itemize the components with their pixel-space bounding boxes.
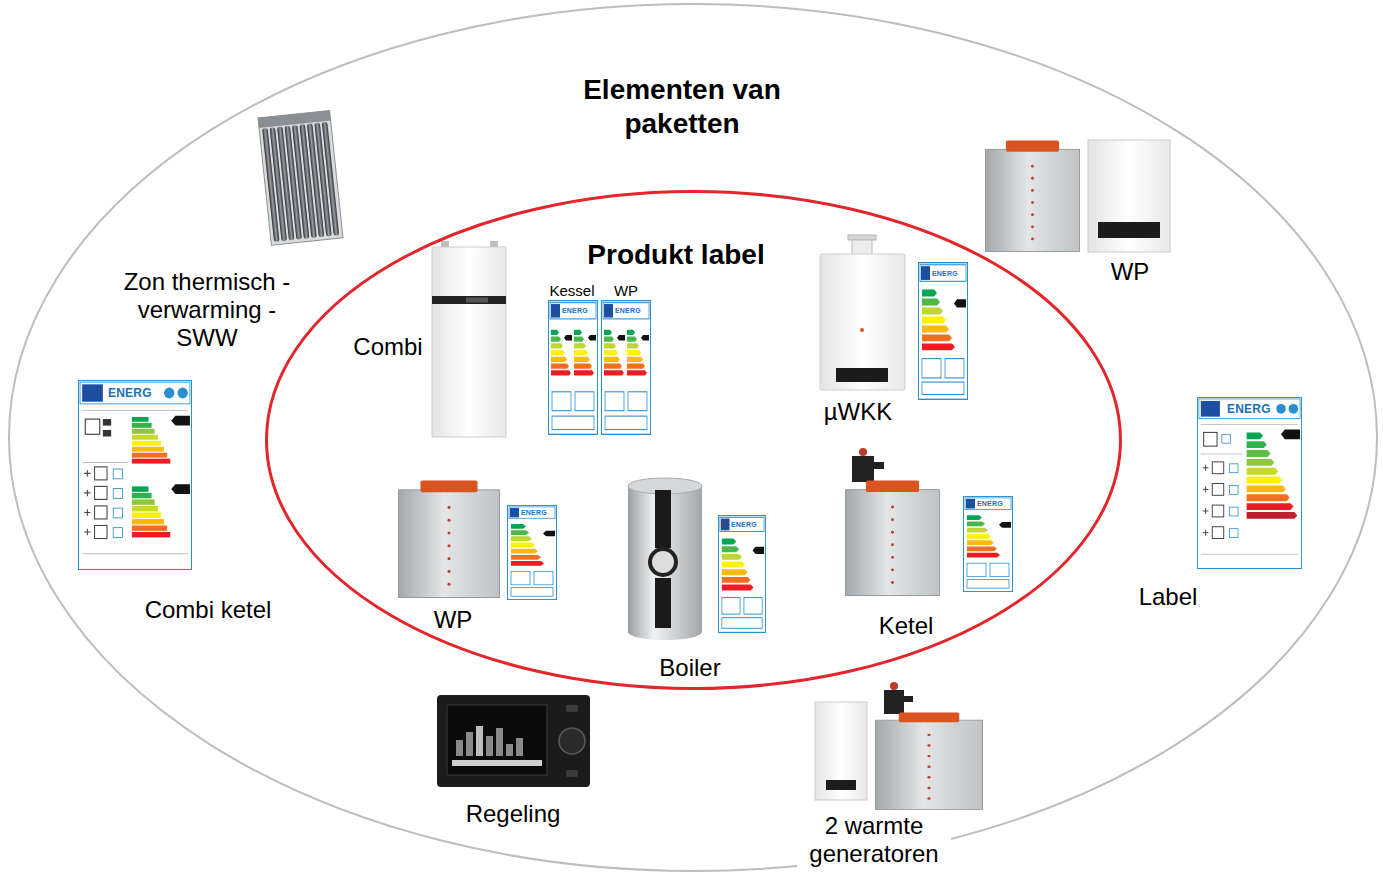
- controller-panel-part: [496, 728, 503, 756]
- boiler-cylinder-part: [628, 486, 702, 632]
- controller-panel: [437, 695, 590, 787]
- energy-label-heading: ENERG: [731, 521, 757, 528]
- ellipse-outline-path: [267, 192, 1121, 689]
- combi-unit-part: [432, 247, 506, 437]
- pump-group-part: [904, 696, 913, 702]
- micro-chp-unit-part: [860, 328, 864, 332]
- micro-chp-unit-part: [852, 240, 872, 255]
- heat-pump-unit: [399, 480, 500, 597]
- item-caption: Ketel: [856, 612, 956, 640]
- energy-label-heading: ENERG: [932, 270, 958, 277]
- controller-panel-part: [437, 695, 590, 787]
- energy-label-heading: ENERG: [615, 307, 641, 314]
- item-caption: WP: [604, 282, 648, 300]
- item-caption: Combi ketel: [128, 596, 288, 624]
- package-energy-label: [79, 381, 192, 570]
- item-caption: WP: [413, 606, 493, 634]
- item-caption: Combi: [338, 333, 438, 361]
- ellipse-region: Elementen van pakettenProdukt label: [8, 3, 1378, 872]
- wall-boiler-unit-part: [815, 702, 867, 800]
- pump-group-part: [874, 462, 884, 469]
- item-caption: 2 warmte generatoren: [797, 812, 951, 868]
- controller-panel-part: [566, 770, 578, 777]
- solar-collector-part: [322, 122, 339, 236]
- controller-panel-part: [559, 728, 585, 754]
- energy-label-heading: ENERG: [977, 500, 1003, 507]
- energy-label-heading: ENERG: [1227, 403, 1271, 415]
- boiler-unit: [876, 712, 983, 809]
- heat-pump-unit: [985, 140, 1079, 251]
- solar-collector-part: [258, 110, 343, 245]
- pump-group-part: [890, 682, 898, 690]
- boiler-cylinder: [628, 478, 702, 640]
- ellipse-outline-path: [9, 4, 1377, 871]
- micro-chp-unit-part: [820, 254, 905, 390]
- product-energy-label: [602, 301, 651, 435]
- micro-chp-unit-part: [836, 368, 888, 382]
- controller-panel-part: [476, 726, 483, 756]
- pump-group-part: [884, 690, 904, 714]
- item-caption: Label: [1128, 583, 1208, 611]
- item-caption: µWKK: [808, 398, 908, 426]
- controller-panel-part: [566, 705, 578, 712]
- controller-panel-part: [447, 705, 547, 775]
- boiler-unit: [845, 480, 939, 595]
- wall-boiler-unit: [815, 702, 867, 800]
- heat-pump-unit: [1088, 140, 1170, 252]
- energy-label-heading: ENERG: [521, 509, 547, 516]
- solar-collector: [258, 110, 343, 245]
- product-energy-label: [508, 505, 557, 599]
- wall-boiler-unit-part: [826, 780, 856, 790]
- product-energy-label: [964, 496, 1013, 591]
- energy-label-heading: ENERG: [108, 387, 152, 399]
- item-caption: WP: [1090, 258, 1170, 286]
- energy-label-heading: ENERG: [562, 307, 588, 314]
- region-title: Elementen van paketten: [547, 73, 817, 140]
- pump-group-part: [859, 448, 867, 456]
- product-energy-label: [919, 263, 968, 400]
- product-energy-label: [718, 516, 765, 633]
- controller-panel-part: [516, 738, 523, 756]
- pump-group: [852, 448, 884, 482]
- package-energy-label: [1197, 397, 1301, 568]
- heat-pump-unit-part: [1098, 222, 1160, 238]
- heat-pump-unit-part: [1088, 140, 1170, 252]
- region-title: Produkt label: [526, 238, 826, 272]
- item-caption: Kessel: [544, 282, 600, 300]
- combi-unit: [432, 241, 506, 437]
- micro-chp-unit: [820, 235, 905, 390]
- pump-group: [884, 682, 913, 714]
- item-caption: Boiler: [640, 654, 740, 682]
- product-energy-label: [549, 301, 598, 435]
- controller-panel-part: [452, 760, 542, 766]
- item-caption: Zon thermisch -verwarming -SWW: [122, 268, 292, 352]
- micro-chp-unit-part: [848, 235, 876, 240]
- combi-unit-part: [466, 298, 488, 303]
- combi-unit-part: [432, 296, 506, 304]
- ellipse-region: Produkt label: [265, 190, 1122, 690]
- boiler-cylinder-part: [655, 490, 671, 548]
- controller-panel-part: [456, 740, 463, 756]
- pump-group-part: [852, 456, 874, 482]
- controller-panel-part: [486, 736, 493, 756]
- controller-panel-part: [506, 744, 513, 756]
- boiler-cylinder-part: [650, 549, 676, 575]
- controller-panel-part: [466, 732, 473, 756]
- item-caption: Regeling: [453, 800, 573, 828]
- boiler-cylinder-part: [655, 578, 671, 628]
